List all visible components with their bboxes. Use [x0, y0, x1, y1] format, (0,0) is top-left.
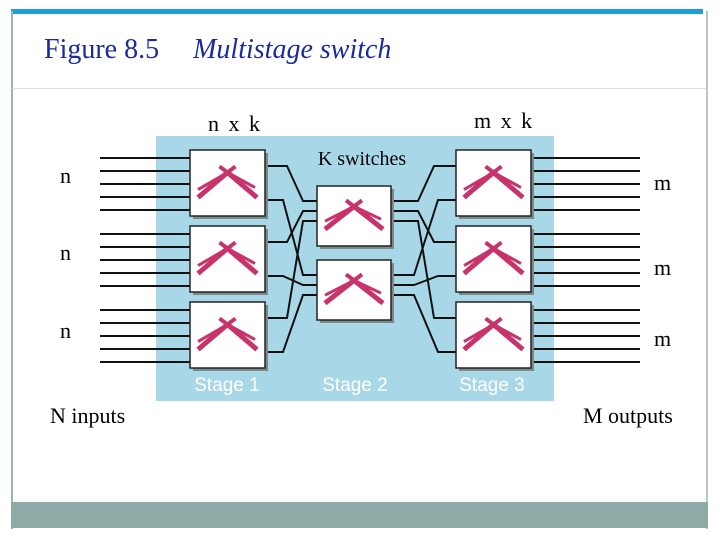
slide-top-bar — [11, 9, 703, 14]
figure-number: Figure 8.5 — [44, 34, 160, 65]
stage-3-switch — [455, 301, 532, 369]
output-group-label: m — [654, 326, 672, 351]
stage-2-switch — [316, 185, 392, 247]
stage-3-switch — [455, 225, 532, 293]
crossbar-mark — [484, 240, 503, 257]
k-switches-label: K switches — [318, 148, 407, 170]
m-outputs-label: M outputs — [583, 403, 673, 428]
stage-1-switch — [189, 149, 266, 217]
stage-3-label: Stage 3 — [459, 375, 525, 396]
wiring — [100, 157, 640, 363]
stage-2-label: Stage 2 — [322, 375, 388, 396]
slide-bottom-bar — [11, 502, 708, 528]
crossbar-mark — [218, 164, 237, 181]
n-inputs-label: N inputs — [50, 403, 126, 428]
stage1-to-stage2-wire — [265, 199, 317, 276]
stage1-to-stage2-wire — [265, 294, 317, 353]
switch-boxes — [189, 149, 534, 371]
title-divider — [12, 88, 706, 89]
crossbar-mark — [484, 164, 503, 181]
input-group-label: n — [60, 240, 71, 265]
output-group-label: m — [654, 170, 672, 195]
stage1-to-stage2-wire — [265, 220, 317, 319]
input-group-label: n — [60, 163, 71, 188]
crossbar-mark — [344, 272, 364, 288]
crossbar-mark — [484, 316, 503, 333]
crossbar-mark — [218, 316, 237, 333]
stage2-to-stage3-wire — [391, 210, 456, 243]
stage-1-switch — [189, 301, 266, 369]
stage-1-switch — [189, 225, 266, 293]
input-group-label: n — [60, 318, 71, 343]
slide-left-border — [11, 11, 13, 529]
crossbar-mark — [344, 198, 364, 214]
stage2-to-stage3-wire — [391, 165, 456, 202]
stage2-to-stage3-wire — [391, 199, 456, 276]
figure-title: Multistage switch — [193, 34, 392, 65]
nxk-label: n x k — [208, 111, 262, 136]
stage-1-label: Stage 1 — [194, 375, 260, 396]
output-group-label: m — [654, 255, 672, 280]
stage2-to-stage3-wire — [391, 275, 456, 286]
crossbar-mark — [218, 240, 237, 257]
mxk-label: m x k — [474, 108, 535, 133]
stage1-to-stage2-wire — [265, 210, 317, 243]
stage-3-switch — [455, 149, 532, 217]
stage1-to-stage2-wire — [265, 165, 317, 202]
slide-right-border — [706, 11, 708, 529]
stage2-to-stage3-wire — [391, 294, 456, 353]
stage2-to-stage3-wire — [391, 220, 456, 319]
stage-2-switch — [316, 259, 392, 321]
slide-title: Figure 8.5 Multistage switch — [44, 34, 391, 66]
